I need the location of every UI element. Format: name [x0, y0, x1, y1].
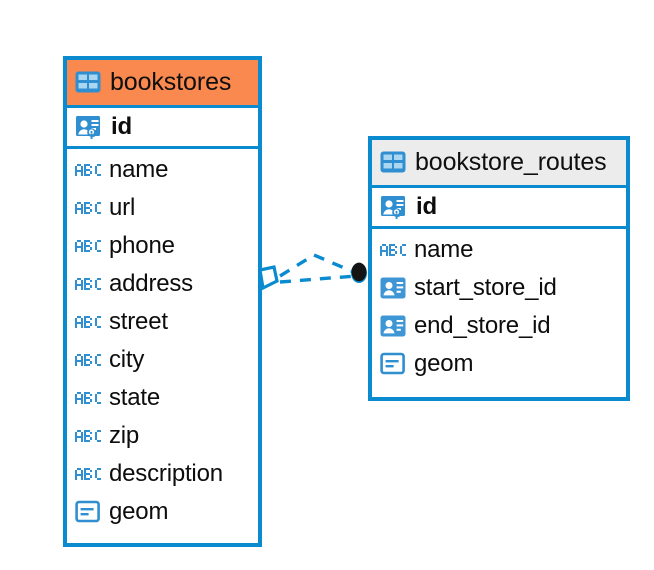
entity-table-bookstores[interactable]: bookstores — [63, 56, 262, 547]
abc-text-icon — [75, 352, 101, 368]
field-row-primary-key[interactable]: id — [372, 188, 626, 226]
abc-text-icon — [75, 162, 101, 178]
field-row[interactable]: end_store_id — [372, 307, 626, 345]
field-row-primary-key[interactable]: id — [67, 108, 258, 146]
field-label: name — [414, 236, 474, 263]
primary-key-section: id — [67, 105, 258, 149]
abc-text-icon — [75, 390, 101, 406]
field-label: end_store_id — [414, 312, 551, 339]
relationship-line-lower — [279, 274, 357, 284]
field-row[interactable]: name — [372, 231, 626, 269]
foreign-key-icon — [380, 275, 406, 301]
fields-section: name url phone address street city state zip des… — [67, 149, 258, 533]
abc-text-icon — [75, 314, 101, 330]
abc-text-icon — [75, 466, 101, 482]
entity-title: bookstores — [110, 67, 232, 96]
field-row[interactable]: geom — [372, 345, 626, 383]
field-label: geom — [414, 350, 474, 377]
field-label: street — [109, 308, 168, 335]
relationship-connector[interactable] — [252, 240, 377, 320]
field-row[interactable]: url — [67, 189, 258, 227]
field-label: geom — [109, 498, 169, 525]
field-label: phone — [109, 232, 175, 259]
filled-circle-marker — [351, 262, 367, 283]
field-label: address — [109, 270, 193, 297]
field-label: name — [109, 156, 169, 183]
geometry-icon — [380, 352, 406, 376]
field-label: description — [109, 460, 223, 487]
field-label: state — [109, 384, 161, 411]
field-label: id — [416, 193, 437, 220]
entity-title: bookstore_routes — [415, 147, 607, 176]
abc-text-icon — [75, 276, 101, 292]
field-row[interactable]: start_store_id — [372, 269, 626, 307]
field-row[interactable]: address — [67, 265, 258, 303]
geometry-icon — [75, 500, 101, 524]
entity-header-bookstores[interactable]: bookstores — [67, 60, 258, 105]
abc-text-icon — [75, 428, 101, 444]
field-row[interactable]: description — [67, 455, 258, 493]
primary-key-icon — [380, 193, 408, 221]
primary-key-icon — [75, 113, 103, 141]
relationship-line-upper — [279, 253, 357, 278]
field-label: url — [109, 194, 136, 221]
field-row[interactable]: geom — [67, 493, 258, 531]
diamond-marker — [258, 265, 279, 291]
abc-text-icon — [380, 242, 406, 258]
field-label: zip — [109, 422, 140, 449]
field-row[interactable]: city — [67, 341, 258, 379]
field-row[interactable]: name — [67, 151, 258, 189]
field-label: city — [109, 346, 145, 373]
abc-text-icon — [75, 238, 101, 254]
foreign-key-icon — [380, 313, 406, 339]
field-label: start_store_id — [414, 274, 557, 301]
field-label: id — [111, 113, 132, 140]
field-row[interactable]: state — [67, 379, 258, 417]
field-row[interactable]: zip — [67, 417, 258, 455]
entity-table-bookstore-routes[interactable]: bookstore_routes — [368, 136, 630, 401]
table-icon — [75, 69, 101, 95]
table-icon — [380, 149, 406, 175]
primary-key-section: id — [372, 185, 626, 229]
entity-header-bookstore-routes[interactable]: bookstore_routes — [372, 140, 626, 185]
field-row[interactable]: street — [67, 303, 258, 341]
field-row[interactable]: phone — [67, 227, 258, 265]
abc-text-icon — [75, 200, 101, 216]
